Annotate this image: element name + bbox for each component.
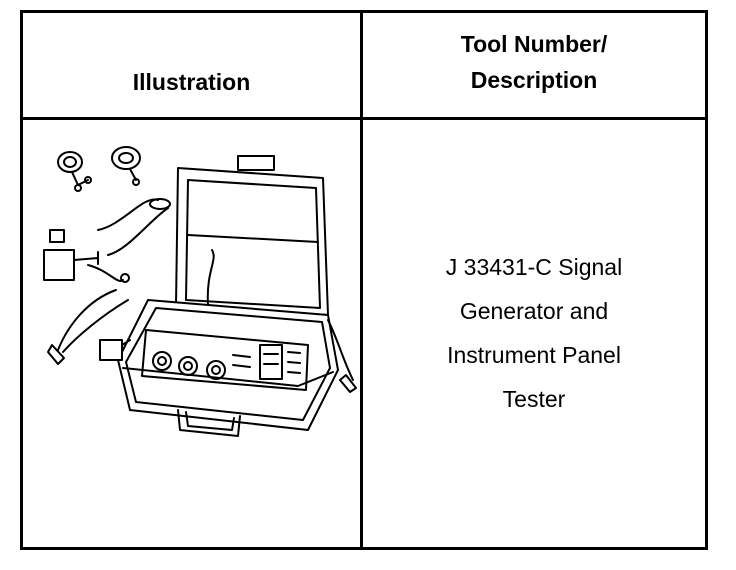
- header-tool-line1: Tool Number/: [460, 31, 608, 57]
- tool-description: J 33431-C Signal Generator and Instrumen…: [363, 245, 705, 421]
- desc-line2: Generator and: [459, 298, 609, 324]
- column-divider: [360, 10, 363, 550]
- header-bottom-border: [20, 117, 708, 120]
- tool-table: Illustration Tool Number/ Description J …: [20, 10, 708, 550]
- desc-line4: Tester: [502, 386, 566, 412]
- table-right-border: [705, 10, 708, 550]
- header-illustration: Illustration: [132, 69, 251, 95]
- header-tool-line2: Description: [470, 67, 598, 93]
- signal-generator-tester-kit-icon: [43, 146, 357, 437]
- desc-line3: Instrument Panel: [447, 342, 621, 368]
- table-top-border: [20, 10, 708, 13]
- table-left-border: [20, 10, 23, 550]
- desc-line1: J 33431-C Signal: [445, 254, 623, 280]
- header-tool-number-description: Tool Number/ Description: [363, 26, 705, 98]
- table-bottom-border: [20, 547, 708, 550]
